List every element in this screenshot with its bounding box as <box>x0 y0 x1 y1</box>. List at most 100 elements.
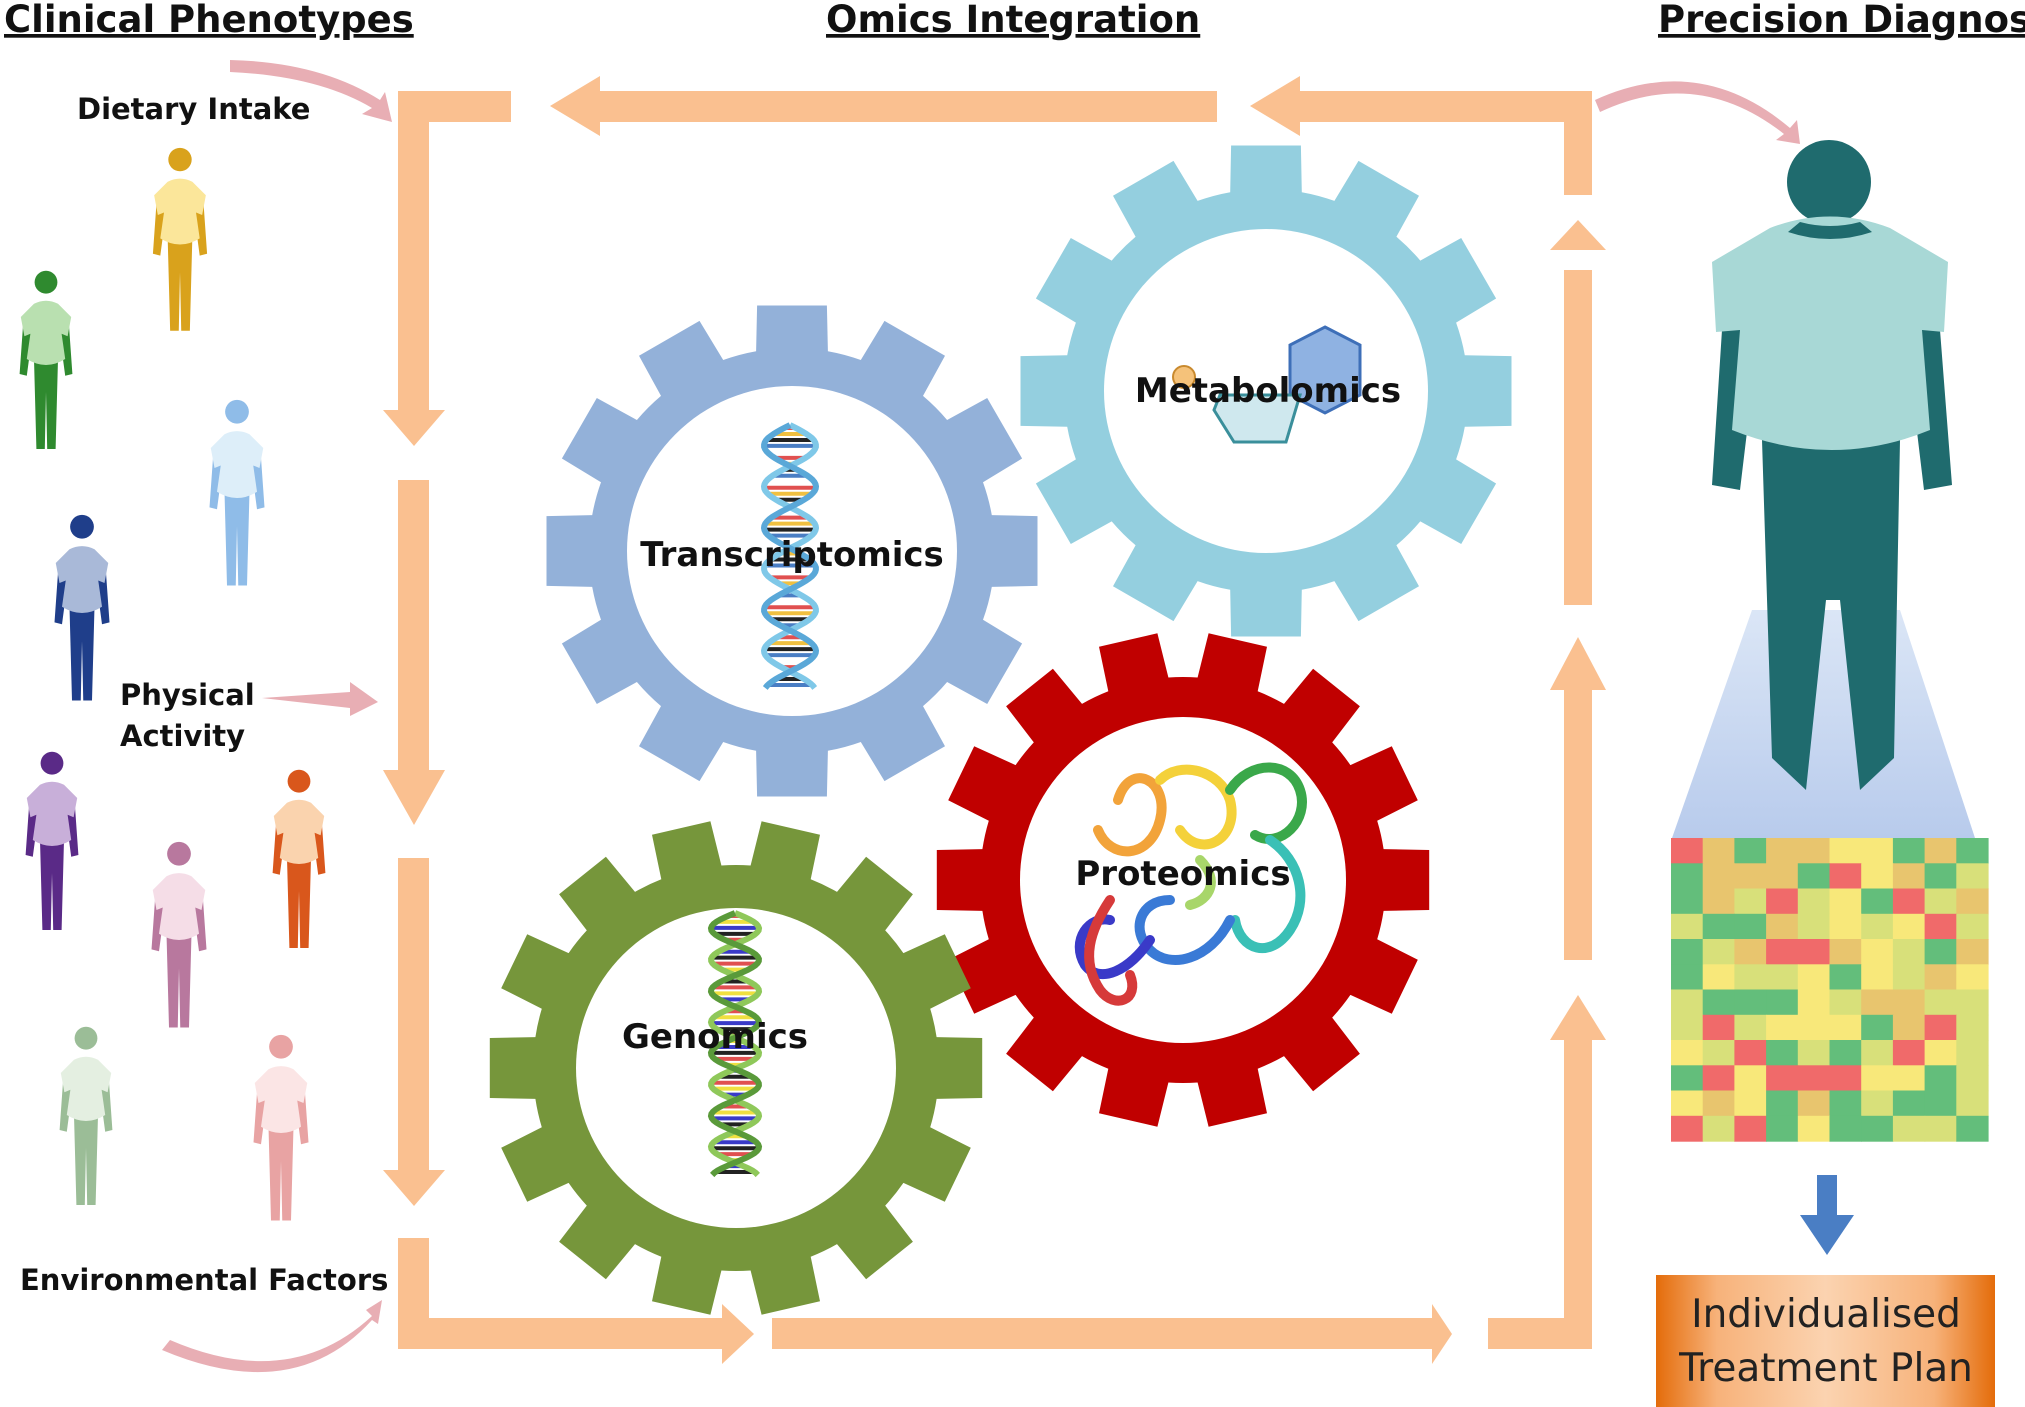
flow-right-seg2 <box>1564 690 1592 960</box>
heatmap-cell <box>1797 913 1831 940</box>
header-precision-diagnosis: Precision Diagnosis <box>1658 0 2025 41</box>
flow-left-seg2 <box>398 480 429 770</box>
heatmap-cell <box>1797 1090 1831 1117</box>
gear-label-transcriptomics: Transcriptomics <box>640 535 944 575</box>
heatmap-cell <box>1734 939 1767 965</box>
projection-beam <box>1672 610 1975 838</box>
heatmap-cell <box>1671 838 1704 864</box>
heatmap-cell <box>1766 939 1799 965</box>
heatmap-cell <box>1924 939 1957 965</box>
heatmap-cell <box>1671 1065 1704 1092</box>
heatmap-cell <box>1956 964 1989 991</box>
heatmap-cell <box>1766 1065 1799 1092</box>
heatmap-cell <box>1702 1014 1735 1041</box>
heatmap-cell <box>1892 1014 1926 1041</box>
person-lightblue <box>209 399 265 586</box>
hexagon-molecule-icon <box>1288 325 1362 415</box>
heatmap-cell <box>1861 1090 1894 1117</box>
label-physical-activity-line2: Activity <box>120 719 245 753</box>
heatmap-cell <box>1956 1090 1989 1117</box>
heatmap-cell <box>1734 863 1767 890</box>
heatmap-cell <box>1829 1065 1862 1092</box>
heatmap-cell <box>1924 989 1957 1016</box>
heatmap-cell <box>1671 913 1704 940</box>
heatmap-cell <box>1829 989 1862 1016</box>
heatmap-cell <box>1671 888 1704 915</box>
heatmap-cell <box>1892 964 1926 991</box>
header-clinical-phenotypes: Clinical Phenotypes <box>4 0 414 41</box>
heatmap-cell <box>1892 863 1926 890</box>
omics-heatmap <box>1671 838 1989 1142</box>
heatmap-cell <box>1924 1014 1957 1041</box>
heatmap-cell <box>1956 863 1989 890</box>
person-yellow <box>152 147 208 331</box>
gear-metabolomics <box>1020 145 1512 637</box>
heatmap-cell <box>1924 888 1957 915</box>
heatmap-cell <box>1671 1090 1704 1117</box>
heatmap-cell <box>1956 989 1989 1016</box>
heatmap-cell <box>1734 913 1767 940</box>
heatmap-cell <box>1671 863 1704 890</box>
flow-left-seg3 <box>398 858 429 1170</box>
omics-flow-arrows <box>383 76 1606 1364</box>
person-green <box>19 270 73 449</box>
person-navy <box>54 514 110 701</box>
flow-corner-bottom-right <box>1488 1318 1564 1349</box>
heatmap-cell <box>1924 964 1957 991</box>
heatmap-cell <box>1861 888 1894 915</box>
heatmap-cell <box>1924 1065 1957 1092</box>
treatment-plan-line2: Treatment Plan <box>1678 1346 1973 1391</box>
heatmap-cell <box>1797 939 1831 965</box>
heatmap-cell <box>1702 838 1735 864</box>
heatmap-cell <box>1671 939 1704 965</box>
heatmap-cell <box>1734 838 1767 864</box>
heatmap-cell <box>1892 838 1926 864</box>
treatment-plan-box <box>1656 1275 1995 1407</box>
physical-activity-arrow <box>262 682 378 716</box>
flow-left-arrowhead-1 <box>383 410 445 446</box>
heatmap-cell <box>1702 939 1735 965</box>
flow-corner-bottom-left <box>398 1238 429 1318</box>
precision-curved-arrow <box>1595 81 1800 144</box>
heatmap-cell <box>1892 913 1926 940</box>
flow-top-arrowhead-2 <box>550 76 600 136</box>
flow-top-arrowhead-1 <box>1250 76 1300 136</box>
heatmap-cell <box>1734 1014 1767 1041</box>
heatmap-cell <box>1766 1040 1799 1066</box>
heatmap-cell <box>1766 964 1799 991</box>
heatmap-cell <box>1892 1115 1926 1142</box>
flow-right-arrowhead-1 <box>1550 995 1606 1040</box>
phosphate-icon <box>1172 365 1196 389</box>
patient-silhouette <box>1712 140 1952 790</box>
heatmap-cell <box>1797 888 1831 915</box>
heatmap-cell <box>1671 1040 1704 1066</box>
dna-double-helix-icon <box>707 910 763 1178</box>
heatmap-cell <box>1956 1115 1989 1142</box>
heatmap-cell <box>1829 913 1862 940</box>
gear-proteomics <box>936 633 1430 1127</box>
heatmap-cell <box>1734 964 1767 991</box>
dna-helix-icon <box>760 422 820 690</box>
gear-label-proteomics: Proteomics <box>1075 854 1290 894</box>
heatmap-cell <box>1956 913 1989 940</box>
heatmap-cell <box>1702 863 1735 890</box>
heatmap-cell <box>1702 888 1735 915</box>
heatmap-cell <box>1797 838 1831 864</box>
heatmap-cell <box>1829 1090 1862 1117</box>
flow-left-seg1 <box>398 122 429 410</box>
heatmap-cell <box>1766 863 1799 890</box>
heatmap-cell <box>1797 1040 1831 1066</box>
flow-right-arrowhead-2 <box>1550 637 1606 690</box>
heatmap-cell <box>1861 1115 1894 1142</box>
protein-structure-icon <box>1074 762 1307 1006</box>
heatmap-cell <box>1861 863 1894 890</box>
label-environmental-factors: Environmental Factors <box>20 1263 388 1297</box>
heatmap-cell <box>1956 1065 1989 1092</box>
heatmap-cell <box>1829 863 1862 890</box>
person-orange <box>272 769 326 948</box>
heatmap-cell <box>1861 964 1894 991</box>
heatmap-cell <box>1671 1115 1704 1142</box>
heatmap-cell <box>1924 1115 1957 1142</box>
person-sage <box>59 1026 113 1205</box>
